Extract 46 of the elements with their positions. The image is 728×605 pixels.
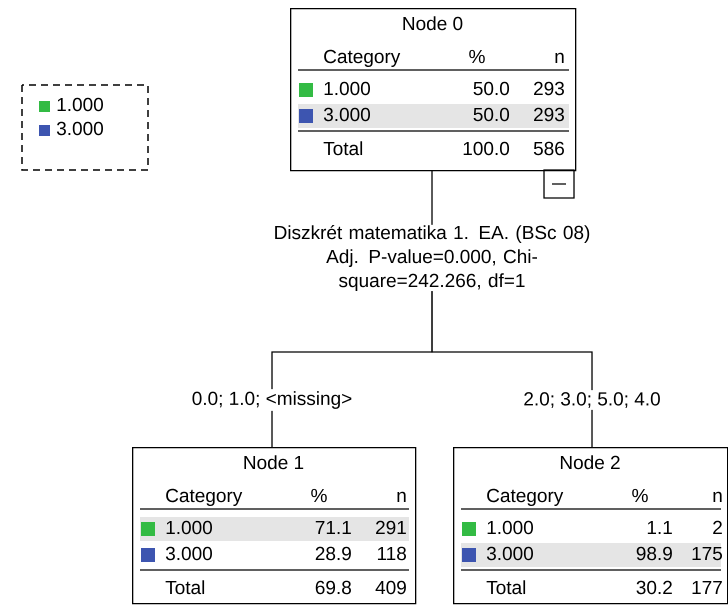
edge-label: 0.0; 1.0; <missing>	[190, 389, 354, 411]
count-value: 291	[376, 520, 406, 534]
column-header: n	[398, 492, 406, 502]
column-header: n	[556, 52, 564, 64]
count-value: 175	[692, 546, 722, 560]
column-header: %	[632, 488, 648, 502]
percent-value: 1.1	[648, 520, 672, 534]
category-label: 3.000	[166, 546, 212, 560]
count-value: 586	[534, 142, 564, 156]
count-value: 177	[692, 580, 722, 594]
total-label: Total	[324, 141, 362, 156]
percent-value: 98.9	[636, 546, 672, 560]
node-title: Node 1	[244, 455, 304, 470]
column-header: %	[469, 50, 485, 64]
connector-line	[431, 170, 433, 225]
percent-value: 30.2	[636, 580, 672, 594]
legend-label: 3.000	[56, 122, 103, 136]
category-label: 3.000	[486, 546, 533, 560]
column-header: Category	[166, 488, 242, 506]
count-value: 118	[378, 546, 406, 560]
legend-label: 1.000	[58, 98, 103, 112]
total-label: Total	[166, 580, 204, 594]
column-header: n	[714, 492, 722, 502]
category-label: 1.000	[166, 520, 212, 534]
count-value: 293	[534, 82, 564, 96]
split-label: Diszkrét matematika 1. EA. (BSc 08) Adj. P-value=0.000, Chi-square=242.266, df=1	[275, 225, 590, 291]
count-value: 409	[376, 580, 406, 594]
column-header: %	[311, 488, 327, 502]
total-label: Total	[486, 580, 526, 594]
node-title: Node 0	[403, 16, 462, 30]
column-header: Category	[324, 50, 400, 67]
count-value: 293	[534, 108, 564, 122]
column-header: Category	[487, 488, 564, 506]
category-label: 1.000	[488, 520, 533, 534]
category-label: 1.000	[324, 82, 370, 96]
node-title: Node 2	[560, 455, 620, 470]
percent-value: 50.0	[474, 82, 510, 96]
edge-label: 2.0; 3.0; 5.0; 4.0	[521, 390, 663, 410]
category-label: 3.000	[324, 108, 370, 122]
percent-value: 69.8	[316, 580, 351, 594]
percent-value: 28.9	[316, 546, 351, 560]
count-value: 2	[713, 520, 722, 534]
percent-value: 50.0	[474, 108, 510, 122]
connector-line	[431, 291, 593, 447]
percent-value: 71.1	[316, 520, 351, 534]
percent-value: 100.0	[464, 142, 510, 156]
